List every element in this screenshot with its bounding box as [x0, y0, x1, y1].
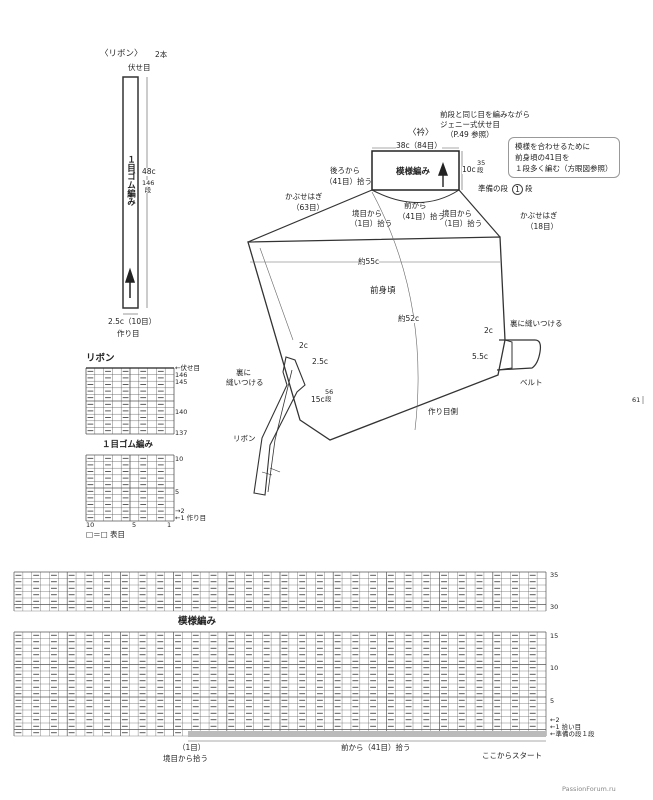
big-r30: 30: [550, 603, 559, 611]
ribbon-arrow-icon: [124, 267, 136, 298]
ribbon-strip: [122, 76, 139, 309]
boundary-right: 境目から: [442, 209, 472, 218]
belt-label: ベルト: [520, 378, 543, 387]
collar-note-1: 前段と同じ目を編みながら: [440, 110, 530, 119]
body-length: 約52c: [398, 314, 420, 323]
rib-bind-off: ←伏せ目: [175, 364, 200, 372]
rib-r5: 5: [175, 488, 180, 496]
rib-c10: 10: [86, 521, 95, 529]
rib-chart-grid: [85, 367, 175, 522]
rib-attach-1: 裏に: [236, 368, 251, 377]
rib-15: 15c: [311, 395, 325, 404]
rib-56: 56段: [325, 388, 334, 403]
prep-row-value: 1: [512, 184, 523, 195]
rib-r146: 146: [175, 371, 188, 379]
page-number: 61: [632, 396, 641, 404]
collar-pattern: 模様編み: [396, 167, 431, 177]
big-r2: ←2: [550, 716, 560, 724]
ribbon-width: 2.5c（10目）: [108, 317, 157, 326]
rib-r10: 10: [175, 455, 184, 463]
collar-shape: [371, 150, 460, 191]
rib-chart-pattern: １目ゴム編み: [102, 440, 154, 450]
ribbon-length: 48c: [142, 167, 156, 176]
big-b1: （1目）: [178, 743, 206, 752]
shoulder-left: かぶせはぎ: [285, 192, 323, 201]
collar-height-rows: 35段: [477, 159, 486, 174]
rib-c1: 1: [167, 521, 172, 529]
callout-box: 模様を合わせるために 前身頃の41目を １段多く編む（方眼図参照）: [508, 137, 620, 178]
boundary-right-2: （1目）拾う: [440, 219, 483, 228]
body-title: 前身頃: [370, 286, 396, 296]
rib-chart-title: リボン: [86, 353, 115, 364]
collar-height: 10c: [462, 165, 476, 174]
ribbon-bind-off: 伏せ目: [128, 63, 151, 72]
rib-r137: 137: [175, 429, 188, 437]
boundary-left: 境目から: [352, 209, 382, 218]
rib-attach-2: 縫いつける: [226, 378, 264, 387]
rib-2c: 2c: [299, 341, 308, 350]
belt-attach: 裏に縫いつける: [510, 319, 563, 328]
big-b1b: 境目から拾う: [163, 754, 208, 763]
big-r1: ←1 拾い目: [550, 723, 582, 731]
boundary-left-2: （1目）拾う: [350, 219, 393, 228]
rib-r145: 145: [175, 378, 188, 386]
big-chart-pattern: 模様編み: [176, 616, 219, 627]
rib-25: 2.5c: [312, 357, 329, 366]
callout-line-1: 模様を合わせるために: [515, 142, 590, 151]
prep-row: 準備の段: [478, 184, 508, 193]
rib-r1: ←1 作り目: [175, 514, 207, 522]
big-r35: 35: [550, 571, 559, 579]
belt-55: 5.5c: [472, 352, 489, 361]
pattern-chart-grid: [13, 571, 547, 742]
ribbon-rows: 146段: [142, 179, 155, 194]
belt-shape: [496, 339, 542, 371]
front-pick: 前から: [404, 201, 427, 210]
ribbon-title: 〈リボン〉: [100, 49, 143, 59]
body-outline: [247, 236, 506, 441]
callout-line-3: １段多く編む（方眼図参照）: [515, 164, 613, 173]
rib-c5: 5: [132, 521, 137, 529]
shoulder-right: かぶせはぎ: [520, 211, 558, 220]
big-rprep: ←準備の段１段: [550, 730, 595, 738]
collar-note-2: ジェニー式伏せ目: [440, 120, 500, 129]
attached-ribbon: [253, 356, 306, 496]
big-r15: 15: [550, 632, 559, 640]
prep-row-unit: 段: [525, 184, 533, 193]
rib-r2: →2: [175, 507, 185, 515]
big-start: ここからスタート: [482, 751, 542, 760]
rib-legend: □＝□ 表目: [86, 530, 126, 539]
shoulder-lines: [247, 189, 501, 243]
rib-r140: 140: [175, 408, 188, 416]
collar-title: 〈衿〉: [408, 128, 434, 138]
belt-2c: 2c: [484, 326, 493, 335]
cast-edge: 作り目側: [428, 407, 458, 416]
shoulder-right-2: （18目）: [526, 222, 559, 231]
big-r10: 10: [550, 664, 559, 672]
collar-width: 38c（84目）: [396, 141, 442, 150]
back-pick: 後ろから: [330, 166, 360, 175]
ribbon-cast-on: 作り目: [117, 329, 140, 338]
big-front: 前から（41目）拾う: [338, 744, 414, 752]
ribbon-pattern: １目ゴム編み: [125, 155, 136, 206]
ribbon-label: リボン: [233, 434, 256, 443]
ribbon-qty: 2本: [155, 50, 168, 59]
body-width: 約55c: [358, 257, 380, 266]
callout-line-2: 前身頃の41目を: [515, 153, 570, 162]
front-pick-2: （41目）拾う: [398, 212, 446, 221]
collar-note-3: （P.49 参照）: [446, 130, 494, 139]
shoulder-left-2: （63目）: [292, 203, 325, 212]
big-r5: 5: [550, 697, 555, 705]
watermark: PassionForum.ru: [562, 785, 616, 793]
collar-arrow-icon: [438, 161, 448, 187]
back-pick-2: （41目）拾う: [325, 177, 373, 186]
